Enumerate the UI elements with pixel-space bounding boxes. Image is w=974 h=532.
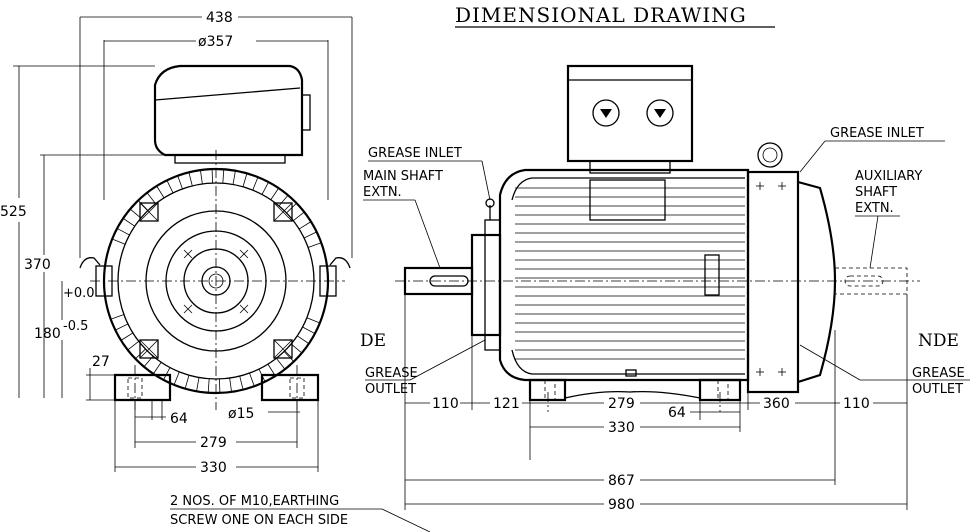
dim-aux-shaft: 110 [843, 396, 870, 412]
label-de: DE [360, 331, 386, 351]
dim-side-foot-width: 64 [668, 405, 686, 421]
dim-height-to-tb: 370 [24, 257, 51, 273]
dim-frame-dia: ø357 [198, 34, 233, 50]
dim-main-shaft: 110 [432, 396, 459, 412]
front-view-dimensions: 438 ø357 525 370 180 +0.0 -0.5 27 64 ø1 [0, 10, 353, 476]
motor-body [498, 168, 750, 382]
label-aux-1: AUXILIARY [855, 169, 922, 184]
side-view-dimensions: 110 121 279 360 110 64 330 867 980 [404, 294, 908, 513]
foot-left [113, 373, 172, 402]
dim-body-length: 867 [608, 473, 635, 489]
dim-foot-centres: 279 [200, 435, 227, 451]
dim-overall-height: 525 [0, 204, 27, 220]
label-grease-outlet-nde-1: GREASE [912, 366, 965, 381]
label-grease-outlet-de-2: OUTLET [365, 382, 416, 397]
dim-foot-width: 64 [170, 411, 188, 427]
dim-foot-thickness: 27 [92, 354, 110, 370]
label-grease-inlet-nde: GREASE INLET [830, 126, 924, 141]
drawing-title: DIMENSIONAL DRAWING [455, 3, 747, 27]
side-view [395, 64, 920, 412]
label-main-shaft-1: MAIN SHAFT [363, 169, 443, 184]
label-grease-inlet-de: GREASE INLET [368, 146, 462, 161]
dim-de-to-foot: 121 [493, 396, 520, 412]
label-grease-outlet-de-1: GREASE [365, 366, 418, 381]
dim-shaft-tol-lower: -0.5 [63, 319, 88, 334]
de-flange [470, 233, 502, 337]
lifting-eye-icon [757, 142, 783, 168]
cable-gland-left-icon [592, 99, 620, 127]
label-main-shaft-2: EXTN. [363, 185, 402, 200]
cable-gland-right-icon [646, 99, 674, 127]
label-aux-2: SHAFT [855, 185, 897, 200]
terminal-box [153, 64, 304, 157]
dim-side-foot-centres: 279 [608, 396, 635, 412]
nde-shield [746, 170, 800, 394]
label-grease-outlet-nde-2: OUTLET [912, 382, 963, 397]
label-nde: NDE [918, 331, 959, 351]
dim-base-width: 330 [200, 460, 227, 476]
dim-overall-width: 438 [206, 10, 233, 26]
dim-shaft-tol-upper: +0.0 [63, 286, 95, 301]
dim-overall-length: 980 [608, 497, 635, 513]
front-view [79, 64, 351, 410]
side-cooling-fins [515, 187, 745, 360]
dim-bolt-hole: ø15 [228, 406, 254, 422]
earthing-note-line2: SCREW ONE ON EACH SIDE [170, 513, 348, 528]
corner-bolts [139, 202, 293, 359]
label-aux-3: EXTN. [855, 201, 894, 216]
earthing-note-line1: 2 NOS. OF M10,EARTHING [170, 494, 339, 509]
dim-shaft-height: 180 [34, 326, 61, 342]
dim-foot-length: 330 [608, 420, 635, 436]
dim-nde-length: 360 [763, 396, 790, 412]
